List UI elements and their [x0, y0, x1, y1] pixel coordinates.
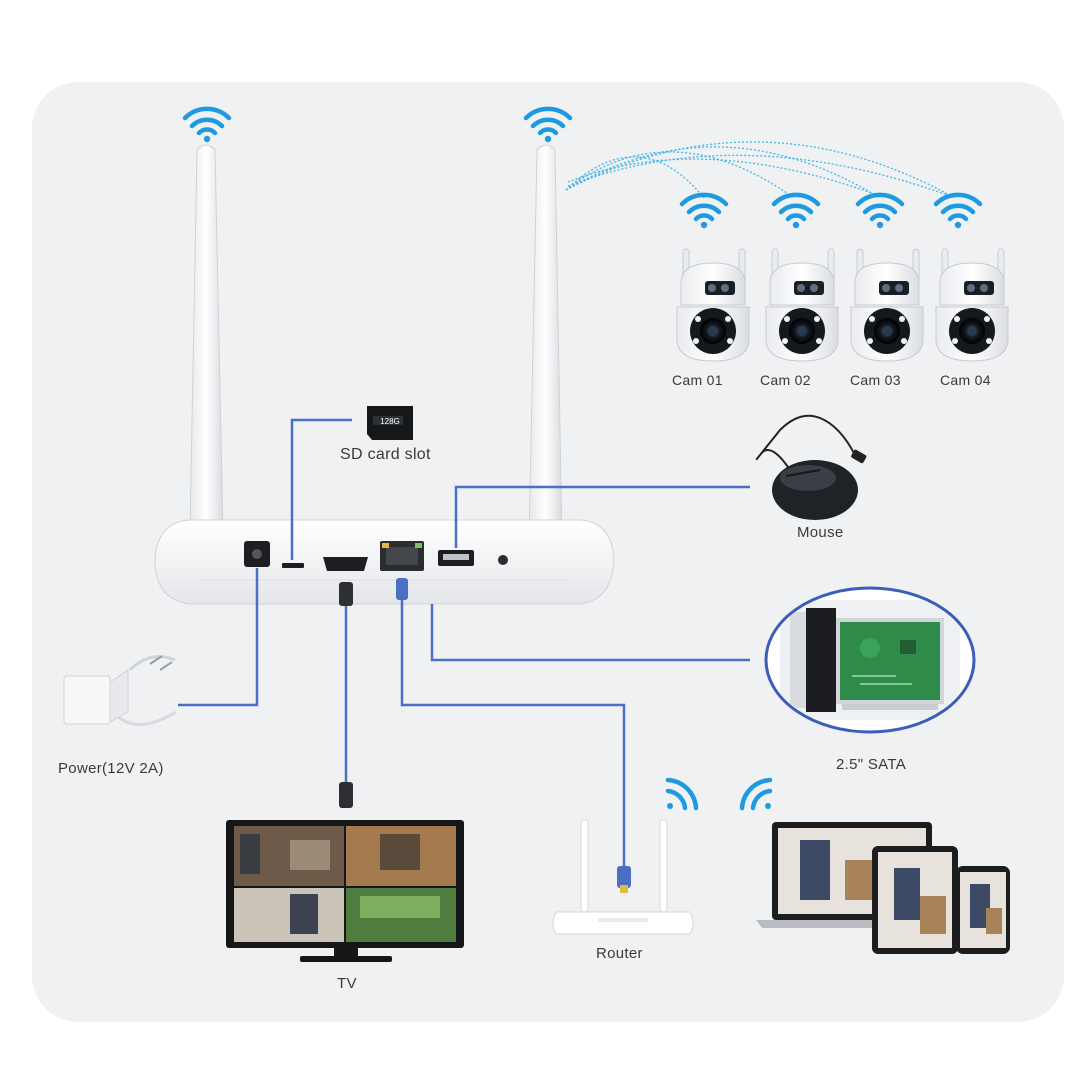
sata-label: 2.5" SATA	[836, 756, 906, 773]
power-adapter-icon	[63, 655, 177, 726]
hdmi-port	[323, 557, 368, 571]
tv-icon	[226, 820, 464, 962]
camera-icon	[676, 248, 750, 362]
wifi-icon	[665, 777, 699, 811]
hdd-icon	[764, 586, 976, 734]
wifi-icon	[936, 195, 980, 228]
sd-card-slot-label: SD card slot	[340, 446, 431, 463]
cables	[178, 418, 750, 870]
nvr-recorder	[154, 519, 615, 605]
wifi-icon	[185, 109, 229, 142]
ethernet-plug	[617, 866, 631, 888]
camera-icon	[765, 248, 839, 362]
camera-label: Cam 01	[672, 372, 723, 388]
power-label: Power(12V 2A)	[58, 760, 164, 777]
reset-hole	[498, 555, 508, 565]
sd-card-capacity: 128G	[380, 417, 400, 426]
wifi-icon	[774, 195, 818, 228]
nvr-antenna-left	[189, 144, 224, 531]
camera-label: Cam 04	[940, 372, 991, 388]
camera-group	[676, 195, 1009, 362]
camera-label: Cam 03	[850, 372, 901, 388]
wifi-icon	[526, 109, 570, 142]
tablet-icon	[872, 846, 958, 954]
hdmi-plug	[339, 582, 353, 606]
hdmi-plug	[339, 782, 353, 808]
wifi-icon	[858, 195, 902, 228]
wifi-icon	[739, 777, 773, 811]
sd-slot	[282, 563, 304, 568]
mouse-label: Mouse	[797, 524, 844, 541]
router-icon	[552, 819, 694, 935]
wifi-icon	[682, 195, 726, 228]
camera-label: Cam 02	[760, 372, 811, 388]
wireless-links	[565, 141, 956, 199]
router-label: Router	[596, 945, 643, 962]
sd-card-icon	[367, 406, 413, 440]
phone-icon	[956, 866, 1010, 954]
camera-icon	[935, 248, 1009, 362]
mouse-icon	[755, 414, 867, 520]
nvr-antenna-right	[528, 144, 563, 541]
tv-label: TV	[337, 975, 357, 992]
ethernet-plug	[396, 578, 408, 600]
camera-icon	[850, 248, 924, 362]
